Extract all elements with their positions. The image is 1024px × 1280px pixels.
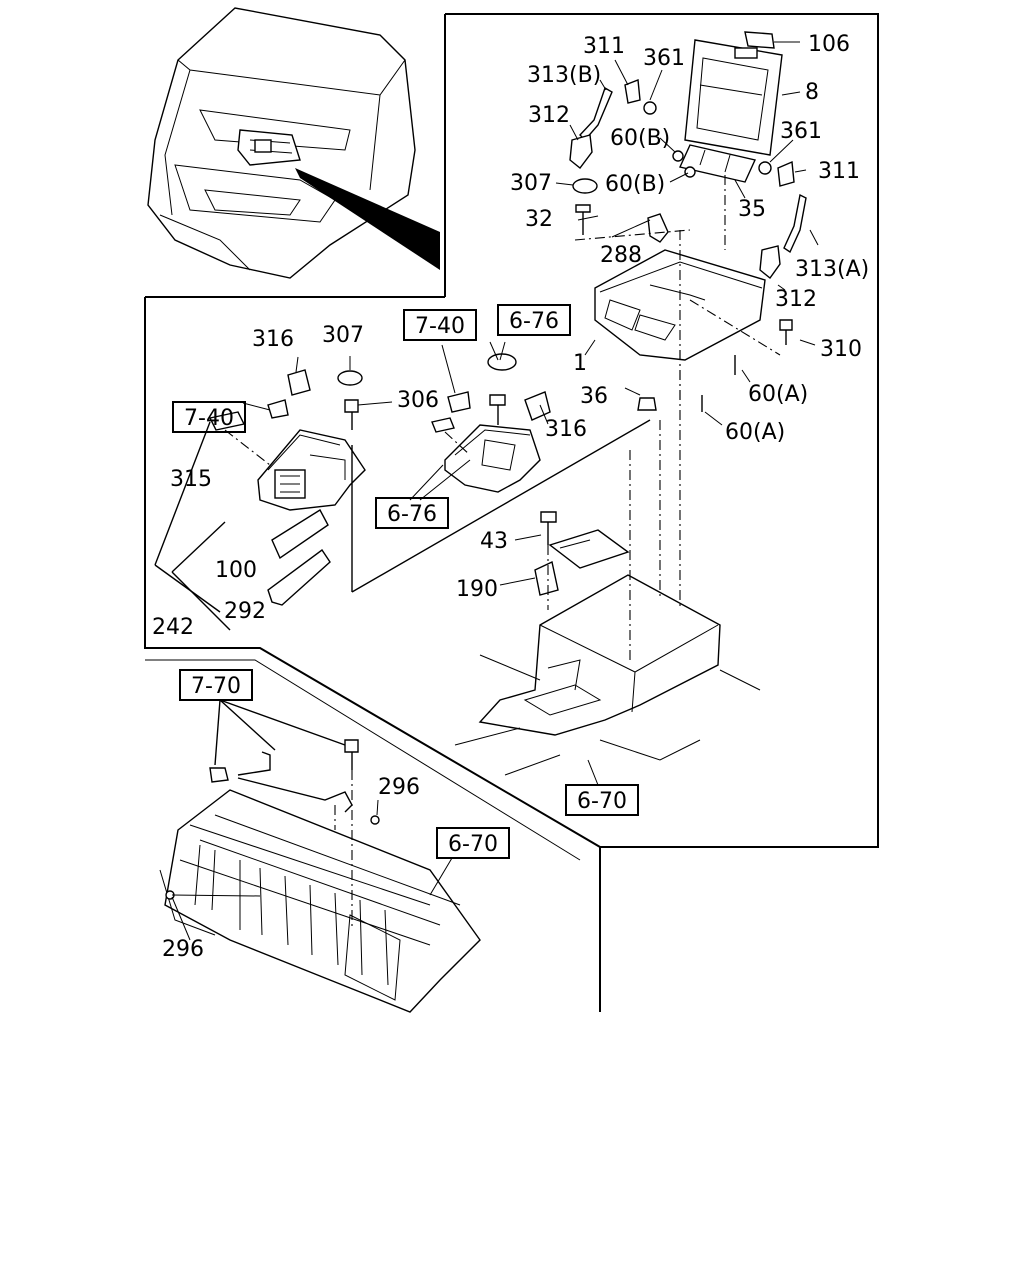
callout-311-right: 311 <box>818 159 860 184</box>
callout-60b-lower: 60(B) <box>605 172 665 197</box>
callout-32: 32 <box>525 207 553 232</box>
cab-inset <box>147 7 440 279</box>
ref-box-6-70-right <box>565 784 639 816</box>
callout-316-right: 316 <box>545 417 587 442</box>
shift-console-right <box>351 353 651 593</box>
console-assembly <box>569 31 807 660</box>
ref-box-6-76-upper <box>497 304 571 336</box>
callout-43: 43 <box>480 529 508 554</box>
callout-307-upper: 307 <box>510 171 552 196</box>
callout-106: 106 <box>808 32 850 57</box>
callout-312-left: 312 <box>528 103 570 128</box>
callout-313a: 313(A) <box>795 257 869 282</box>
ref-7-40-left: 7-40 <box>184 406 234 431</box>
ref-box-6-76-lower <box>375 497 449 529</box>
callout-316-left: 316 <box>252 327 294 352</box>
callout-1: 1 <box>573 351 587 376</box>
callout-313b: 313(B) <box>527 63 601 88</box>
frame-right-panel <box>444 13 879 848</box>
ref-7-70: 7-70 <box>191 674 241 699</box>
callout-312-right: 312 <box>775 287 817 312</box>
floor-frame <box>159 699 481 1013</box>
ref-6-70-right: 6-70 <box>577 789 627 814</box>
callout-311-left: 311 <box>583 34 625 59</box>
callout-292: 292 <box>224 599 266 624</box>
reference-boxes <box>172 304 639 859</box>
callout-296-upper: 296 <box>378 775 420 800</box>
callout-8: 8 <box>805 80 819 105</box>
callout-306: 306 <box>397 388 439 413</box>
callout-310: 310 <box>820 337 862 362</box>
ref-box-7-40-upper <box>403 309 477 341</box>
ref-6-76-lower: 6-76 <box>387 502 437 527</box>
callout-296-lower: 296 <box>162 937 204 962</box>
callout-361-right: 361 <box>780 119 822 144</box>
callout-315: 315 <box>170 467 212 492</box>
callout-361-left: 361 <box>643 46 685 71</box>
callout-100: 100 <box>215 558 257 583</box>
callout-288: 288 <box>600 243 642 268</box>
ref-box-7-40-left <box>172 401 246 433</box>
ref-6-76-upper: 6-76 <box>509 309 559 334</box>
reference-labels: 7-40 6-76 7-40 6-76 7-70 6-70 6-70 <box>184 309 627 857</box>
frame-middle-panel <box>144 296 601 1012</box>
part-callouts: 106 8 311 361 313(B) 312 60(B) 361 311 3… <box>152 32 869 962</box>
callout-190: 190 <box>456 577 498 602</box>
callout-60a-lower: 60(A) <box>725 420 785 445</box>
callout-242: 242 <box>152 615 194 640</box>
callout-35: 35 <box>738 197 766 222</box>
callout-60a-upper: 60(A) <box>748 382 808 407</box>
callout-60b-upper: 60(B) <box>610 126 670 151</box>
ref-box-7-70 <box>179 669 253 701</box>
leader-lines <box>171 79 819 941</box>
floor-base <box>454 511 761 776</box>
ref-7-40-upper: 7-40 <box>415 314 465 339</box>
shift-console-left <box>154 369 366 631</box>
callout-36: 36 <box>580 384 608 409</box>
ref-box-6-70-left <box>436 827 510 859</box>
ref-6-70-left: 6-70 <box>448 832 498 857</box>
callout-307-middle: 307 <box>322 323 364 348</box>
